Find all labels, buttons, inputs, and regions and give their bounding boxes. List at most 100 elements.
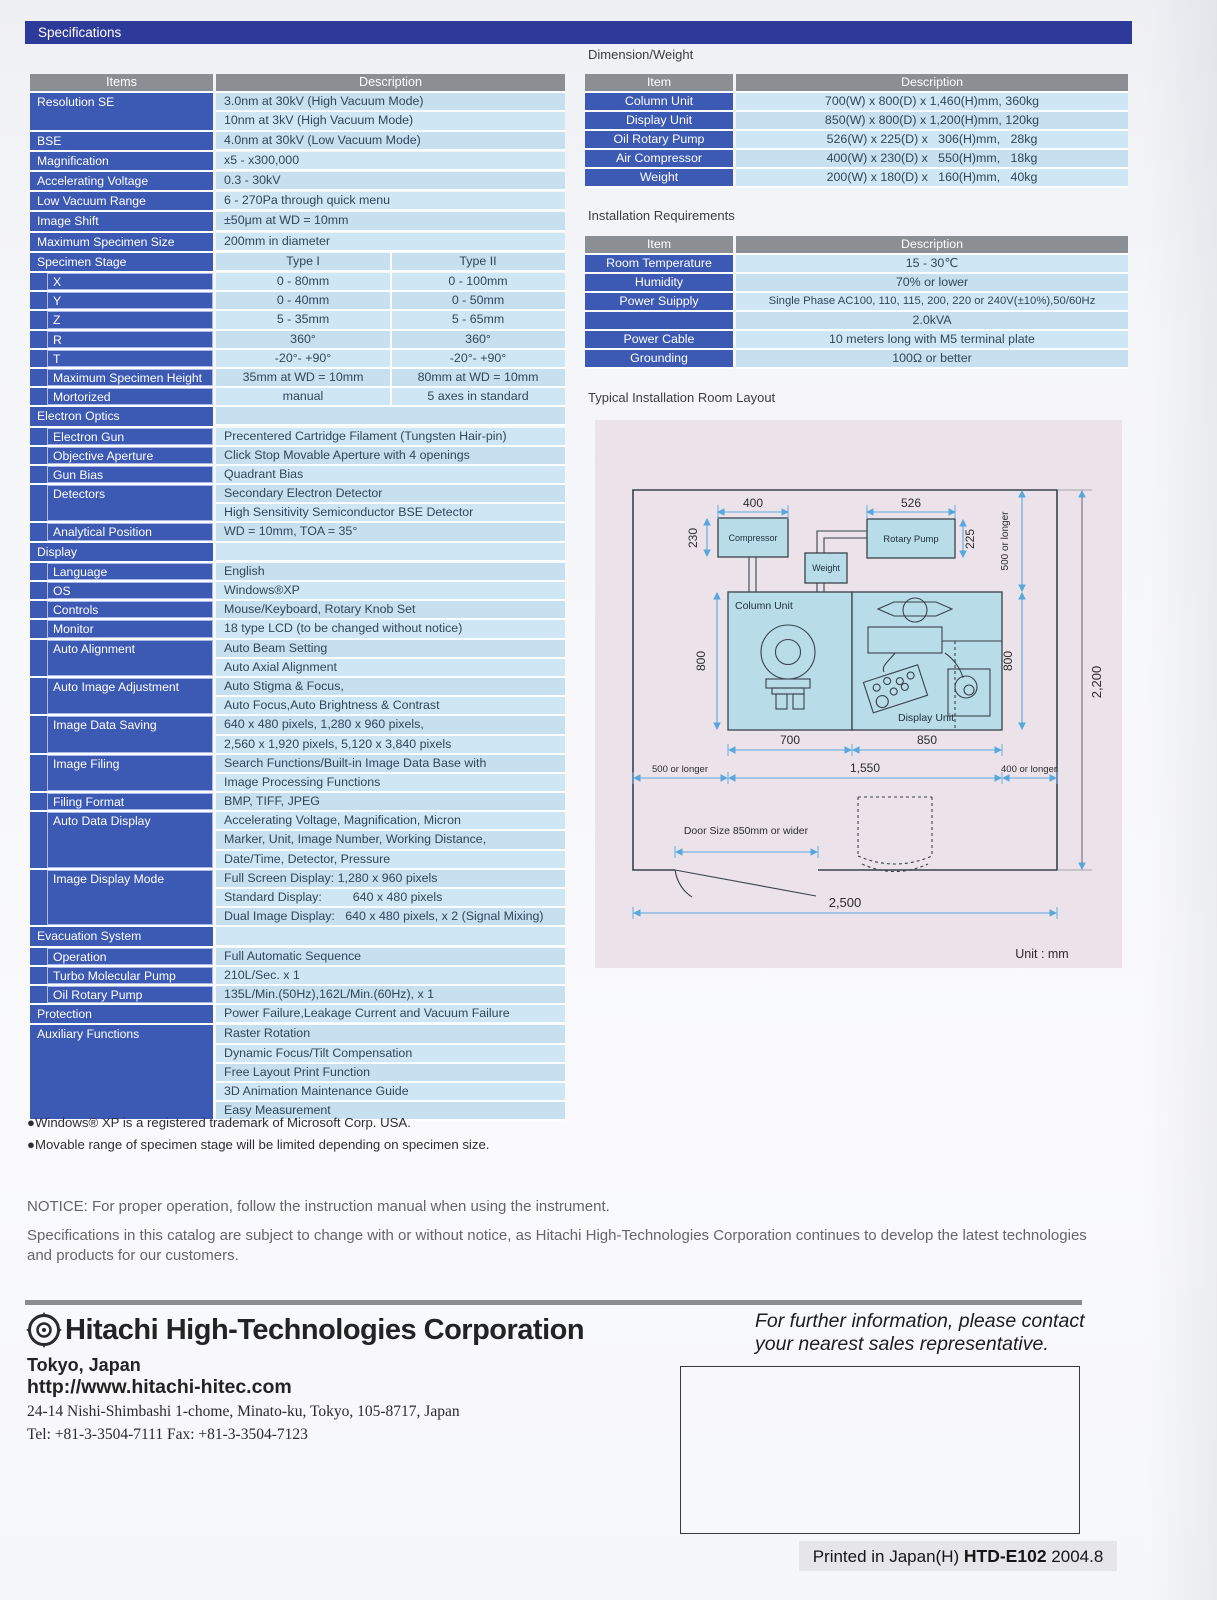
item-cell: Magnification (30, 151, 213, 172)
contact-note: For further information, please contact … (755, 1310, 1085, 1356)
dim-230: 230 (686, 528, 700, 548)
description-line: 200mm in diameter (216, 232, 565, 252)
description-line: Auto Axial Alignment (216, 658, 565, 678)
item-cell: Maximum Specimen Size (30, 232, 213, 253)
description-line: Mouse/Keyboard, Rotary Knob Set (216, 601, 565, 621)
item-cell: Analytical Position (30, 523, 213, 543)
description-line: Free Layout Print Function (216, 1063, 565, 1083)
item-cell: Auto Alignment (30, 639, 213, 678)
chair-circle-inner (963, 684, 975, 696)
chair-box (947, 668, 991, 717)
item-cell: Auto Data Display (30, 812, 213, 870)
description-line: 2,560 x 1,920 pixels, 5,120 x 3,840 pixe… (216, 735, 565, 755)
item-cell: Image Display Mode (30, 869, 213, 928)
column-header-item: Item (585, 236, 733, 255)
dim-800-right: 800 (1001, 651, 1015, 671)
item-cell: Electron Gun (30, 427, 213, 447)
compressor-label: Compressor (728, 533, 777, 543)
column-unit-label: Column Unit (735, 600, 793, 612)
description-line (216, 927, 565, 947)
item-cell: Objective Aperture (30, 446, 213, 466)
contact-note-line: For further information, please contact (755, 1310, 1085, 1332)
column-header-items: Items (30, 74, 213, 94)
description-line: x5 - x300,000 (216, 151, 565, 171)
item-cell: X (30, 272, 213, 293)
item-cell: Image Shift (30, 212, 213, 233)
description-line: Search Functions/Built-in Image Data Bas… (216, 754, 565, 774)
item-cell: Auxiliary Functions (30, 1025, 213, 1122)
description-line: Dual Image Display: 640 x 480 pixels, x … (216, 908, 565, 928)
company-url: http://www.hitachi-hitec.com (27, 1376, 292, 1398)
desk-rect (867, 626, 943, 654)
description-line: English (216, 562, 565, 583)
table-row: Electron Optics (30, 407, 565, 428)
inst-table-header: Item Description (585, 236, 1128, 255)
item-cell: Mortorized (30, 388, 213, 408)
item-cell: Language (30, 562, 213, 583)
pipe (823, 537, 867, 553)
column-header-item: Item (585, 74, 733, 93)
item-cell: Filing Format (30, 793, 213, 813)
description-line: Easy Measurement (216, 1102, 565, 1122)
description-line: Raster Rotation (216, 1025, 565, 1045)
monitor-circle (902, 597, 928, 623)
item-cell: Protection (30, 1005, 213, 1026)
description-line: Standard Display: 640 x 480 pixels (216, 889, 565, 909)
description-line: 3D Animation Maintenance Guide (216, 1082, 565, 1103)
column-base (771, 687, 805, 695)
item-cell: Monitor (30, 620, 213, 640)
display-unit-box (851, 591, 1003, 731)
footer-divider (25, 1300, 1082, 1305)
company-location: Tokyo, Japan (27, 1355, 141, 1375)
contact-note-line: your nearest sales representative. (755, 1333, 1049, 1355)
dim-500-or-longer-bottom: 500 or longer (652, 764, 708, 775)
display-unit-label: Display Unit (898, 712, 954, 724)
weight-label: Weight (812, 563, 840, 573)
dim-850: 850 (917, 733, 937, 747)
column-header-description: Description (736, 74, 1128, 93)
room-layout-title: Typical Installation Room Layout (588, 390, 776, 405)
item-cell: OS (30, 582, 213, 602)
description-line: ±50μm at WD = 10mm (216, 212, 565, 232)
pipe (816, 530, 867, 553)
table-row: Evacuation System (30, 927, 565, 948)
item-cell: Auto Image Adjustment (30, 677, 213, 717)
description-line: -20°- +90°-20°- +90° (216, 349, 565, 369)
description-line: 0.3 - 30kV (216, 171, 565, 192)
chair-circle (954, 675, 978, 699)
room-layout-diagram: 400 526 230 225 500 or longer 800 800 2,… (595, 420, 1122, 968)
cable (882, 652, 896, 673)
rotary-knob-panel (862, 664, 929, 714)
description-line: Date/Time, Detector, Pressure (216, 850, 565, 870)
description-line: 640 x 480 pixels, 1,280 x 960 pixels, (216, 716, 565, 736)
description-line: WD = 10mm, TOA = 35° (216, 523, 565, 543)
item-cell: Turbo Molecular Pump (30, 966, 213, 986)
item-cell: BSE (30, 131, 213, 152)
dashed-door-swing (857, 796, 933, 872)
description-line: Image Processing Functions (216, 773, 565, 794)
room-outline (632, 489, 1058, 871)
column-unit-box (727, 591, 853, 731)
rotary-pump-label: Rotary Pump (883, 534, 938, 545)
